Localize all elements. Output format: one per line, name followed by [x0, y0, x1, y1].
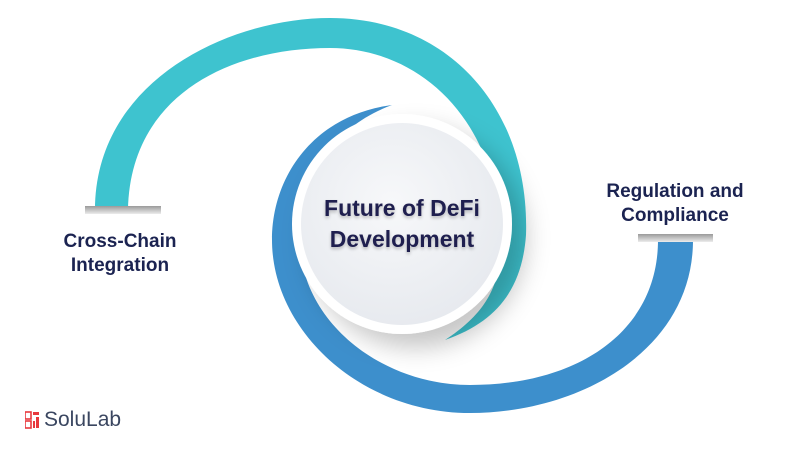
brand-logo: SoluLab [25, 408, 121, 432]
node-cross-chain: Cross-Chain Integration [45, 230, 195, 278]
node-regulation: Regulation and Compliance [590, 180, 760, 228]
node-label-line: Compliance [621, 205, 729, 226]
right-connector-bar [638, 234, 713, 242]
node-label-line: Regulation and [606, 181, 744, 202]
node-label-line: Cross-Chain [63, 231, 177, 252]
solulab-logo-icon [25, 411, 39, 429]
center-title: Future of DeFi Development [300, 122, 504, 326]
node-label-line: Integration [70, 255, 170, 276]
center-title-text: Future of DeFi Development [324, 195, 480, 252]
teal-arc [95, 18, 527, 340]
brand-name: SoluLab [44, 408, 122, 431]
center-circle [301, 123, 503, 325]
left-connector-bar [85, 206, 161, 214]
